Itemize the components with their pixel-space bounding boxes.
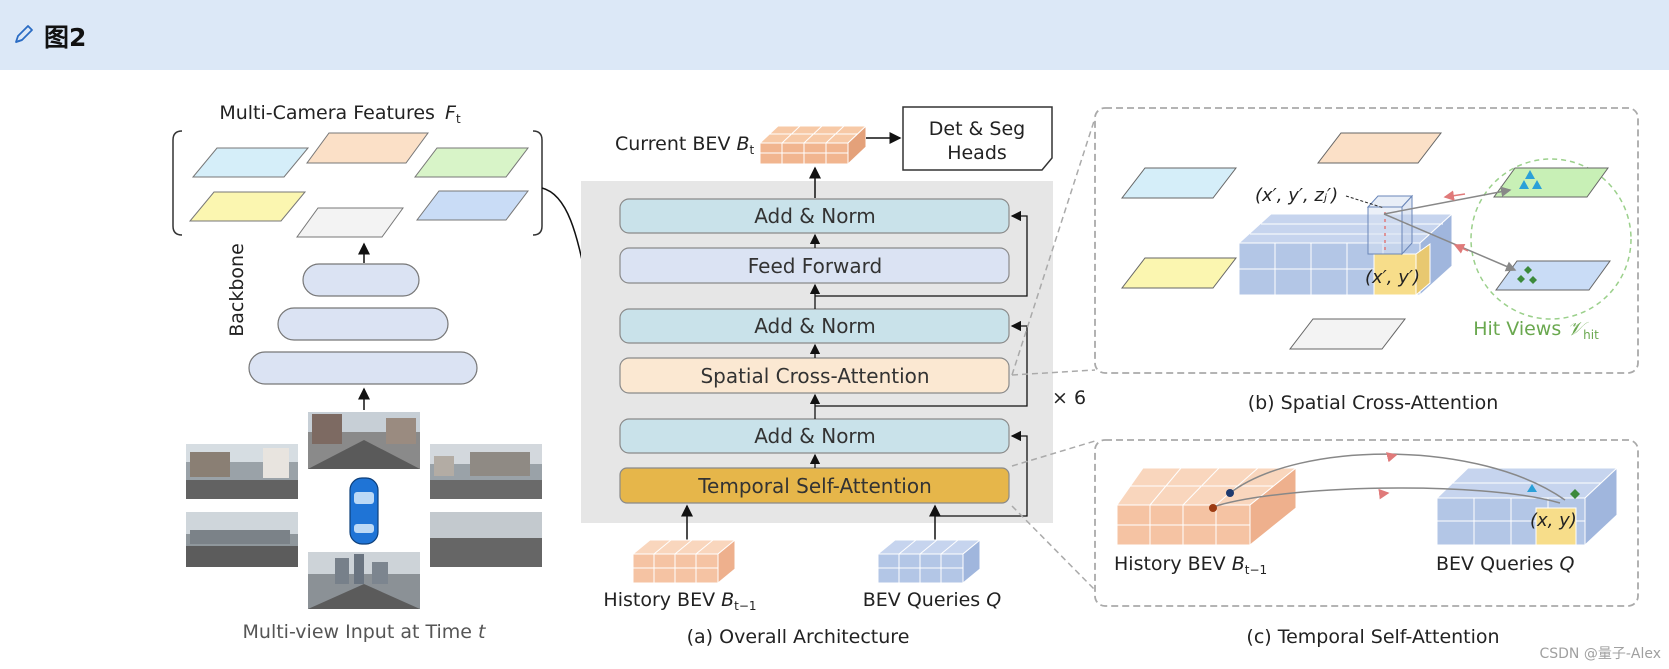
camera-feature-plane	[306, 132, 429, 164]
projection-line-red	[1443, 190, 1466, 201]
projection-line	[1383, 213, 1517, 272]
heads-label-line2: Heads	[947, 142, 1007, 164]
ref-point-2d-label: (x′, y′)	[1365, 267, 1420, 288]
add-norm-mid-label: Add & Norm	[754, 314, 876, 338]
spatial-ca-caption: (b) Spatial Cross-Attention	[1248, 392, 1499, 414]
sample-point	[1226, 489, 1234, 497]
camera-image-back	[308, 552, 420, 609]
feed-forward-label: Feed Forward	[748, 254, 883, 278]
repeat-label: × 6	[1052, 387, 1086, 409]
hit-views-circle	[1470, 158, 1632, 320]
residual-connection	[935, 430, 1028, 517]
residual-connection	[815, 320, 1028, 407]
camera-image-front-left	[186, 444, 298, 499]
hit-point-markers	[1517, 266, 1537, 284]
bev-queries-c-label: BEV Queries Q	[1436, 553, 1575, 575]
features-bracket-left	[172, 130, 183, 236]
hit-point-markers	[1519, 170, 1542, 189]
camera-image-back-left	[186, 512, 298, 567]
add-norm-layer-top	[619, 198, 1010, 234]
overall-architecture-caption: (a) Overall Architecture	[687, 626, 910, 648]
input-caption: Multi-view Input at Time t	[243, 621, 488, 643]
ref-point-3d-label: (x′, y′, zⱼ′)	[1255, 185, 1338, 206]
camera-feature-plane	[413, 147, 530, 178]
view-plane	[1120, 257, 1238, 289]
temporal-sa-caption: (c) Temporal Self-Attention	[1246, 626, 1499, 648]
residual-connection	[815, 210, 1028, 297]
arc-arrowhead	[1385, 452, 1398, 463]
header-banner: 图2	[0, 0, 1669, 70]
current-bev-grid	[758, 124, 868, 166]
det-seg-heads-box	[902, 106, 1053, 171]
history-bev-volume	[1116, 466, 1298, 547]
spatial-ca-label: Spatial Cross-Attention	[700, 364, 929, 388]
features-bracket-right	[532, 130, 543, 236]
zoom-guide	[1011, 117, 1096, 376]
sample-point	[1209, 504, 1217, 512]
hit-views-label: Hit Views 𝒱hit	[1473, 318, 1599, 342]
point-xy-label: (x, y)	[1530, 510, 1577, 531]
view-plane	[1316, 132, 1443, 164]
zoom-guide	[1011, 369, 1096, 376]
add-norm-top-label: Add & Norm	[754, 204, 876, 228]
view-plane	[1288, 318, 1407, 350]
camera-feature-plane	[296, 207, 404, 238]
temporal-attention-arc	[1212, 487, 1561, 508]
view-plane	[1120, 167, 1238, 199]
history-bev-c-label: History BEV Bt−1	[1114, 553, 1267, 577]
arc-arrowhead	[1378, 488, 1390, 500]
leader-line	[1345, 195, 1385, 209]
hit-view-plane	[1493, 167, 1609, 198]
temporal-sa-detail-box	[1094, 439, 1639, 607]
zoom-guide	[1011, 440, 1096, 467]
camera-image-front	[308, 412, 420, 469]
backbone-stage	[277, 307, 449, 341]
reference-pillar	[1366, 194, 1414, 256]
bevformer-diagram: Multi-Camera Features Ft Backbone	[172, 102, 1639, 648]
camera-feature-plane	[188, 191, 307, 222]
projection-line	[1383, 186, 1512, 215]
add-norm-low-label: Add & Norm	[754, 424, 876, 448]
spatial-ca-detail-box	[1094, 107, 1639, 374]
history-bev-label: History BEV Bt−1	[603, 589, 756, 613]
projection-line-red	[1453, 244, 1469, 254]
query-marker	[1527, 484, 1537, 492]
bev-queries-label: BEV Queries Q	[863, 589, 1002, 611]
hit-view-plane	[1495, 260, 1611, 291]
camera-image-back-right	[430, 512, 542, 567]
query-marker	[1570, 489, 1580, 499]
ego-car-icon	[349, 477, 379, 545]
camera-image-front-right	[430, 444, 542, 499]
heads-label-line1: Det & Seg	[929, 118, 1025, 140]
backbone-stage	[302, 263, 420, 297]
current-bev-label: Current BEV Bt	[615, 133, 755, 157]
temporal-sa-label: Temporal Self-Attention	[697, 474, 932, 498]
history-bev-grid-small	[631, 538, 737, 585]
camera-feature-plane	[191, 147, 310, 178]
bev-query-volume	[1237, 212, 1454, 297]
backbone-label: Backbone	[226, 243, 248, 337]
backbone-stage	[248, 351, 478, 385]
camera-feature-plane	[415, 190, 530, 221]
watermark: CSDN @量子-Alex	[1539, 646, 1661, 662]
page-title: 图2	[44, 23, 87, 52]
pencil-icon[interactable]	[12, 22, 36, 46]
bev-queries-grid-small	[876, 538, 982, 585]
features-title: Multi-Camera Features Ft	[219, 102, 461, 126]
